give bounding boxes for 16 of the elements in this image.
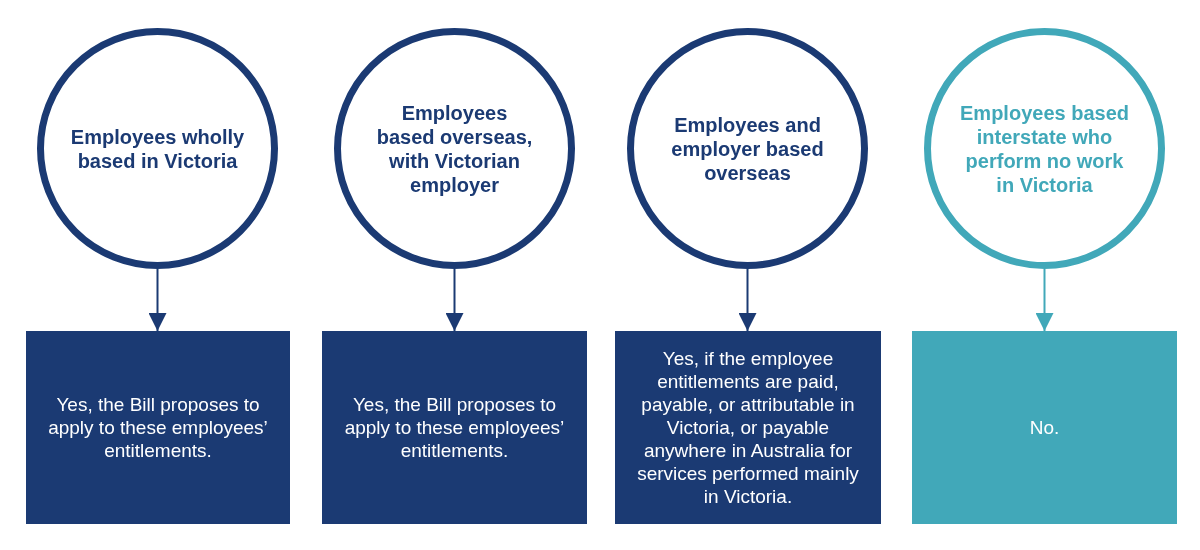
arrow	[738, 268, 757, 332]
arrow	[148, 268, 167, 332]
outcome-text: Yes, the Bill proposes to apply to these employees’ entitlements.	[47, 393, 269, 462]
outcome-box	[615, 331, 881, 524]
category-label: Employees based overseas, with Victorian employer	[375, 100, 534, 197]
outcome-box	[26, 331, 290, 524]
category-label: Employees and employer based overseas	[670, 112, 825, 185]
outcome-box	[322, 331, 587, 524]
arrow	[445, 268, 464, 332]
outcome-text: Yes, the Bill proposes to apply to these employees’ entitlements.	[343, 393, 566, 462]
outcome-text: No.	[1028, 416, 1061, 439]
outcome-text: Yes, if the employee entitlements are paid, payable, or attributable in Victoria, or payable anywhere in Australia for services performed mainly in Victoria.	[636, 347, 860, 508]
category-label: Employees wholly based in Victoria	[69, 124, 246, 173]
category-label: Employees based interstate who perform no work in Victoria	[959, 100, 1130, 197]
arrow	[1035, 268, 1054, 332]
outcome-box	[912, 331, 1177, 524]
